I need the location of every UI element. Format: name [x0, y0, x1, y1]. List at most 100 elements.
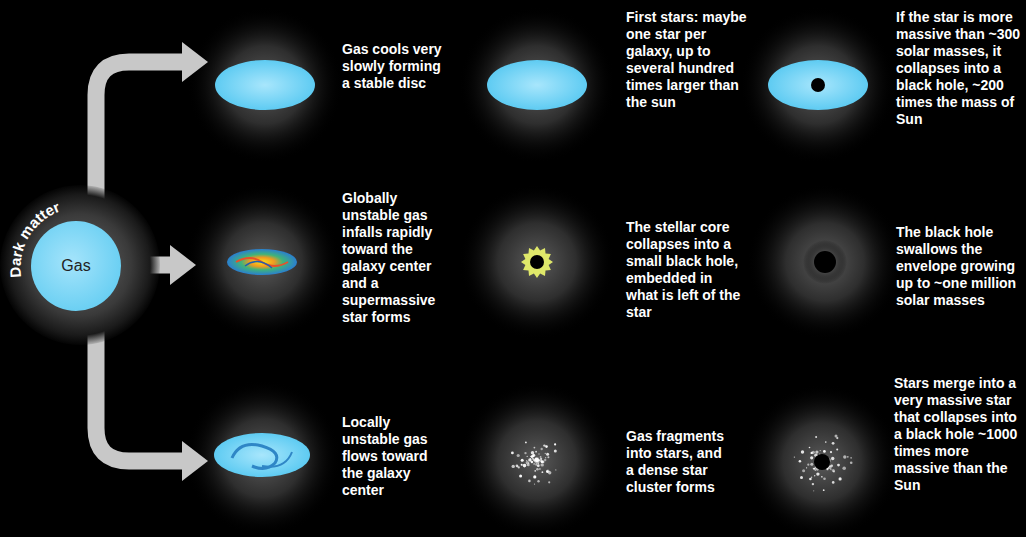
cluster-star — [537, 464, 540, 467]
cluster-star — [827, 469, 829, 471]
cluster-star — [511, 452, 514, 455]
cluster-star — [521, 464, 523, 466]
cluster-star — [545, 453, 546, 454]
cluster-star — [538, 463, 539, 464]
cluster-star — [546, 470, 549, 473]
stage-note: Globally unstable gas infalls rapidly to… — [342, 190, 454, 326]
row1-discs — [215, 60, 868, 110]
cluster-star — [516, 465, 518, 467]
cluster-star — [832, 442, 835, 445]
cluster-star — [554, 443, 556, 445]
cluster-star — [836, 437, 838, 439]
cluster-star — [839, 477, 842, 480]
stage-note: First stars: maybe one star per galaxy, … — [626, 9, 748, 111]
cluster-star — [527, 456, 528, 457]
cluster-star — [809, 447, 811, 449]
cluster-star — [842, 466, 846, 470]
cluster-star — [555, 469, 556, 470]
cluster-star — [534, 447, 536, 449]
cluster-star — [539, 468, 541, 470]
cluster-star — [809, 478, 812, 481]
cluster-star — [534, 484, 535, 485]
cluster-star — [821, 476, 822, 477]
cluster-star — [512, 465, 515, 468]
cluster-star — [794, 456, 795, 457]
cluster-star — [802, 469, 805, 472]
cluster-star — [517, 454, 520, 457]
cluster-star — [823, 450, 826, 453]
cluster-star — [814, 475, 815, 476]
cluster-star — [810, 463, 813, 466]
cluster-star — [836, 449, 838, 451]
stage-note: The black hole swallows the envelope gro… — [896, 224, 1022, 309]
cluster-star — [822, 476, 823, 477]
cluster-star — [801, 450, 804, 453]
dark-matter-halo: Dark matterGas — [0, 185, 160, 345]
cluster-star — [820, 450, 821, 451]
spiral-disc — [214, 433, 310, 477]
cluster-star — [523, 464, 527, 468]
cluster-star — [521, 459, 524, 462]
cluster-star — [526, 461, 529, 464]
stage-note: Locally unstable gas flows toward the ga… — [342, 414, 442, 499]
cluster-star — [538, 453, 539, 454]
cluster-star — [536, 468, 539, 471]
cluster-star — [535, 458, 538, 461]
cluster-star — [542, 471, 544, 473]
stage-note: The stellar core collapses into a small … — [626, 219, 744, 321]
cluster-star — [799, 460, 802, 463]
cluster-star — [533, 463, 534, 464]
cluster-star — [831, 457, 834, 460]
stage-note: Gas fragments into stars, and a dense st… — [626, 428, 726, 496]
cluster-star — [813, 490, 814, 491]
cluster-star — [536, 459, 538, 461]
cluster-star — [830, 451, 832, 453]
cluster-star — [537, 480, 539, 482]
cluster-star — [806, 467, 807, 468]
cluster-star — [532, 455, 534, 457]
cluster-star — [532, 456, 533, 457]
unstable-disc — [227, 249, 297, 275]
cluster-star — [547, 456, 549, 458]
cluster-star — [540, 456, 542, 458]
cluster-star — [535, 459, 538, 462]
cluster-star — [533, 475, 536, 478]
cluster-star — [545, 445, 548, 448]
cluster-star — [548, 481, 550, 483]
black-hole — [814, 454, 830, 470]
cluster-star — [843, 455, 846, 458]
cluster-star — [815, 451, 818, 454]
gas-label: Gas — [61, 257, 90, 275]
cluster-star — [525, 442, 527, 444]
stage-note: Gas cools very slowly forming a stable d… — [342, 41, 442, 92]
cluster-star — [524, 452, 526, 454]
cluster-star — [535, 464, 537, 466]
halos — [185, 7, 903, 537]
cluster-star — [535, 458, 538, 461]
cluster-star — [533, 458, 535, 460]
cluster-star — [541, 448, 543, 450]
cluster-star — [825, 441, 827, 443]
cluster-star — [528, 480, 531, 483]
cluster-star — [528, 458, 531, 461]
cluster-star — [811, 477, 812, 478]
cluster-star — [810, 456, 813, 459]
stage-note: Stars merge into a very massive star tha… — [894, 375, 1022, 494]
cluster-star — [837, 464, 840, 467]
cluster-star — [539, 460, 540, 461]
cluster-star — [829, 466, 832, 469]
cluster-star — [541, 463, 544, 466]
supermassive-star — [521, 246, 553, 278]
cluster-star — [815, 436, 817, 438]
cluster-star — [816, 472, 819, 475]
cluster-star — [807, 464, 809, 466]
arrow-heads — [170, 42, 208, 481]
cluster-star — [530, 456, 531, 457]
cluster-star — [812, 483, 814, 485]
cluster-star — [532, 454, 535, 457]
cluster-star — [823, 477, 826, 480]
black-hole — [803, 240, 847, 284]
cluster-star — [823, 489, 825, 491]
cluster-star — [850, 457, 852, 459]
star-cluster — [511, 442, 557, 485]
